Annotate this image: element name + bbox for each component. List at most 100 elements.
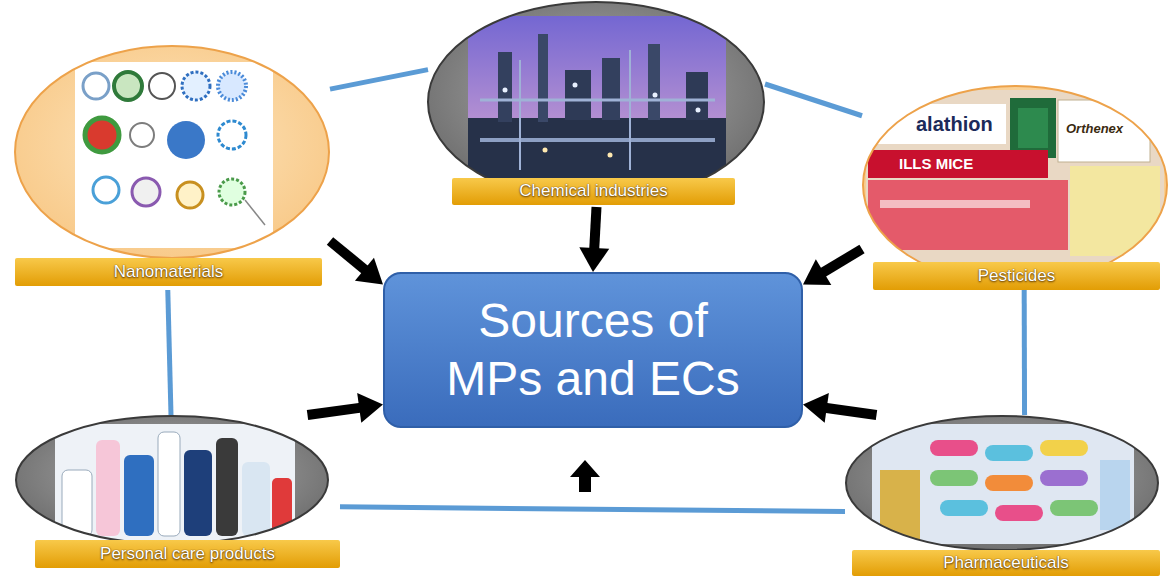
- pesticide-picture-part: [1070, 166, 1160, 256]
- chemical-industry-picture-part: [565, 70, 591, 120]
- link-line-path: [340, 507, 845, 512]
- chemical-industry-picture-part: [602, 58, 620, 120]
- arrow-shaft: [308, 408, 362, 415]
- ellipse-border: [15, 46, 329, 258]
- chemical-industry-picture-part: [519, 60, 521, 170]
- source-ellipse: Pesticides: [862, 85, 1168, 290]
- personal-care-picture-part: [55, 424, 295, 540]
- pesticide-picture-part: [868, 150, 1048, 178]
- pharmaceutical-picture-part: [940, 500, 988, 516]
- pharmaceutical-picture: [846, 416, 1158, 550]
- nanomaterial-picture-part: [182, 72, 210, 100]
- ellipse-outline: [15, 45, 330, 290]
- chemical-industry-picture-part: [608, 153, 613, 158]
- arrow-head: [803, 393, 829, 423]
- personal-care-picture-part: [184, 450, 212, 536]
- label-band: Nanomaterials: [15, 258, 322, 286]
- pesticide-picture-part: [880, 200, 1030, 208]
- source-label: Pharmaceuticals: [943, 553, 1069, 573]
- link-line: [330, 70, 428, 89]
- chemical-industry-picture-part: [573, 83, 578, 88]
- nanomaterial-picture-part: [177, 182, 203, 208]
- ellipse-border: [846, 416, 1158, 550]
- personal-care-picture-part: [216, 438, 238, 536]
- flow-arrow: [803, 393, 877, 423]
- nanomaterial-picture-part: [219, 179, 245, 205]
- arrow-shaft: [825, 408, 877, 415]
- chemical-industry-picture-part: [696, 108, 701, 113]
- ellipse-border: [863, 86, 1167, 284]
- link-line-path: [765, 84, 862, 116]
- flow-arrow: [308, 393, 384, 423]
- pesticide-picture-part: [866, 90, 1164, 282]
- chemical-industry-picture-part: [468, 118, 726, 178]
- pharmaceutical-picture-part: [880, 470, 920, 540]
- pharmaceutical-picture-part: [1100, 460, 1130, 530]
- arrow-head: [355, 258, 383, 285]
- nanomaterial-picture-part: [218, 121, 246, 149]
- source-ellipse: Nanomaterials: [15, 45, 330, 290]
- flow-arrow: [330, 241, 383, 284]
- chemical-industry-picture-part: [653, 93, 658, 98]
- chemical-industry-picture-part: [468, 16, 726, 178]
- personal-care-picture-part: [158, 432, 180, 536]
- flow-arrow: [803, 249, 862, 285]
- link-line-path: [1022, 290, 1027, 415]
- pharmaceutical-picture-part: [985, 445, 1033, 461]
- source-label: Chemical industries: [519, 181, 667, 201]
- link-line: [1024, 290, 1025, 415]
- label-band: Pharmaceuticals: [852, 550, 1160, 576]
- input-arrow-part: [570, 460, 600, 492]
- pharmaceutical-picture-part: [872, 424, 1134, 544]
- source-ellipse: Chemical industries: [428, 2, 765, 207]
- ellipse-outline: [428, 2, 765, 207]
- chemical-industry-picture-part: [538, 34, 548, 122]
- pharmaceutical-picture-part: [1050, 500, 1098, 516]
- source-ellipse: Pharmaceuticals: [845, 415, 1160, 576]
- pharmaceutical-picture-part: [995, 505, 1043, 521]
- pesticide-picture-part: [878, 104, 1006, 144]
- pharmaceutical-picture-part: [1040, 470, 1088, 486]
- nanomaterial-picture-part: [83, 73, 109, 99]
- chemical-industry-picture-part: [480, 138, 715, 142]
- link-line-path: [168, 290, 171, 415]
- nanomaterial-picture-part: [130, 123, 154, 147]
- chemical-industry-picture-part: [629, 50, 631, 170]
- link-line-path: [330, 70, 428, 89]
- pharmaceutical-picture-part: [930, 470, 978, 486]
- nanomaterial-picture-part: [93, 177, 119, 203]
- ellipse-border: [16, 416, 328, 544]
- chemical-industry-picture-part: [480, 99, 715, 102]
- link-line: [340, 507, 845, 512]
- ellipse-outline: [862, 85, 1168, 290]
- personal-care-picture: [16, 416, 328, 544]
- product-text: ILLS MICE: [898, 156, 974, 173]
- chemical-industry-picture-part: [503, 88, 508, 93]
- chemical-industry-picture-part: [543, 148, 548, 153]
- chemical-industry-picture-part: [498, 52, 512, 122]
- flow-arrow: [579, 207, 609, 272]
- chemical-industry-picture-part: [428, 2, 764, 202]
- pesticide-picture: [863, 86, 1167, 284]
- nanomaterial-picture-part: [149, 73, 175, 99]
- nanomaterial-picture-part: [132, 178, 160, 206]
- nanomaterial-picture-part: [114, 72, 142, 100]
- label-band: Pesticides: [873, 262, 1160, 290]
- arrow-shaft: [330, 241, 366, 271]
- chemical-industry-picture: [428, 2, 764, 202]
- link-line: [168, 290, 171, 415]
- nanomaterial-picture-part: [245, 200, 265, 225]
- source-ellipse: Personal care products: [15, 415, 340, 568]
- personal-care-picture-part: [16, 416, 328, 544]
- arrow-head: [803, 259, 831, 285]
- personal-care-picture-part: [96, 440, 120, 536]
- nanomaterial-picture-part: [167, 121, 205, 159]
- link-line: [765, 84, 862, 116]
- pharmaceutical-picture-part: [985, 475, 1033, 491]
- nanomaterial-picture: [15, 46, 329, 258]
- nanomaterial-picture-part: [75, 62, 273, 248]
- pesticide-picture-part: [1010, 98, 1056, 158]
- pharmaceutical-picture-part: [846, 416, 1158, 550]
